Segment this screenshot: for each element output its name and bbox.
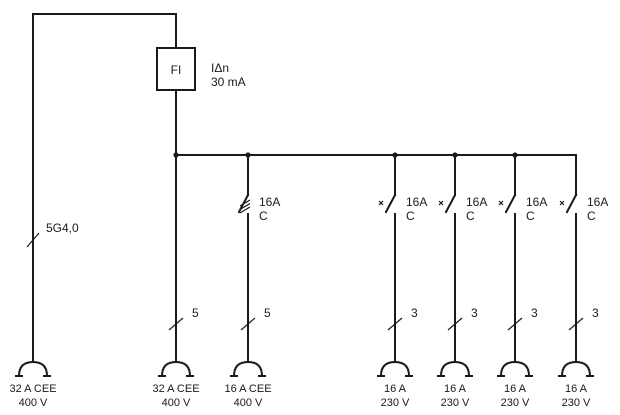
supply-feeder-wire <box>32 13 177 363</box>
conductor-tick <box>240 317 256 331</box>
breaker-curve: C <box>526 209 535 223</box>
breaker-trip-mark <box>438 200 444 206</box>
outlet-label-line2: 400 V <box>234 397 263 409</box>
breaker-rating: 16A <box>406 195 427 209</box>
breaker-trip-mark <box>378 200 384 206</box>
busbar-junction <box>173 152 179 158</box>
rcd-rating-line1: IΔn <box>211 61 229 75</box>
breaker-rating: 16A <box>259 195 280 209</box>
breaker-pole-mark <box>239 206 251 214</box>
outlet-label-line2: 230 V <box>562 397 591 409</box>
outlet-socket-symbol <box>560 360 592 378</box>
circuit-main-outlet: 5 32 A CEE 400 V <box>152 306 199 409</box>
conductor-tick <box>507 317 523 331</box>
outlet-label-line1: 16 A CEE <box>224 383 271 395</box>
conductor-count: 3 <box>411 306 418 320</box>
conductor-count: 3 <box>471 306 478 320</box>
conductor-count: 3 <box>592 306 599 320</box>
outlet-label-line1: 16 A <box>444 383 467 395</box>
breaker-pole-mark <box>239 202 251 211</box>
breaker-rating: 16A <box>466 195 487 209</box>
outlet-label-line1: 16 A <box>565 383 588 395</box>
outlet-label-line1: 16 A <box>384 383 407 395</box>
conductor-tick <box>168 317 184 331</box>
conductor-tick <box>447 317 463 331</box>
outlet-socket-symbol <box>379 360 411 378</box>
outlet-label-line2: 230 V <box>501 397 530 409</box>
breaker-pole-mark <box>239 199 251 207</box>
breaker-rating: 16A <box>587 195 608 209</box>
outlet-socket-symbol <box>439 360 471 378</box>
supply-cable-tick <box>26 232 40 248</box>
breaker-trip-mark <box>559 200 565 206</box>
breaker-trip-mark <box>498 200 504 206</box>
conductor-count: 5 <box>264 306 271 320</box>
conductor-tick <box>568 317 584 331</box>
supply-inlet-line2: 400 V <box>19 397 48 409</box>
breaker-curve: C <box>259 209 268 223</box>
supply-inlet-line1: 32 A CEE <box>9 383 56 395</box>
breaker-curve: C <box>406 209 415 223</box>
breaker-curve: C <box>466 209 475 223</box>
outlet-label-line2: 230 V <box>381 397 410 409</box>
rcd-box-label: FI <box>171 63 182 77</box>
outlet-label-line1: 32 A CEE <box>152 383 199 395</box>
breaker-contact <box>565 193 578 214</box>
breaker-contact <box>444 193 457 214</box>
conductor-count: 3 <box>531 306 538 320</box>
rcd-rating-line2: 30 mA <box>211 75 246 89</box>
breaker-rating: 16A <box>526 195 547 209</box>
outlet-socket-symbol <box>499 360 531 378</box>
outlet-socket-symbol <box>17 360 49 378</box>
outlet-label-line2: 400 V <box>162 397 191 409</box>
supply-cable-label: 5G4,0 <box>46 221 79 235</box>
outlet-socket-symbol <box>160 360 192 378</box>
outlet-label-line2: 230 V <box>441 397 470 409</box>
breaker-curve: C <box>587 209 596 223</box>
breaker-contact <box>504 193 517 214</box>
outlet-label-line1: 16 A <box>504 383 527 395</box>
conductor-tick <box>387 317 403 331</box>
outlet-socket-symbol <box>232 360 264 378</box>
conductor-count: 5 <box>192 306 199 320</box>
breaker-contact <box>384 193 397 214</box>
supply-inlet <box>15 360 51 378</box>
